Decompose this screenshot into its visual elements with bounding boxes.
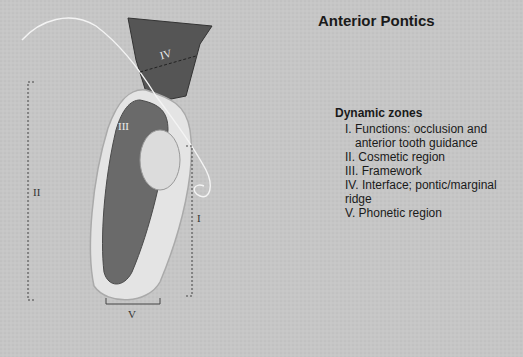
alveolar-ridge — [128, 18, 212, 100]
pontic-porcelain — [90, 90, 191, 300]
list-item: II. Cosmetic region — [345, 150, 515, 164]
occlusion-line — [22, 18, 210, 197]
callout-number: V — [128, 308, 136, 320]
callout-number: I — [197, 212, 201, 224]
lingual-contour — [140, 130, 180, 190]
list-heading: Dynamic zones — [335, 106, 422, 120]
callout-number: II — [33, 186, 40, 198]
bracket — [106, 298, 160, 304]
slide-title: Anterior Pontics — [318, 12, 435, 29]
list-item: IV. Interface; pontic/marginal ridge — [345, 178, 515, 206]
callout-number: III — [118, 120, 129, 132]
list-item: I. Functions: occlusion and anterior too… — [355, 122, 515, 150]
metal-framework — [103, 100, 169, 284]
list-item: V. Phonetic region — [345, 206, 515, 220]
list-item: III. Framework — [345, 164, 515, 178]
bracket — [186, 146, 192, 296]
